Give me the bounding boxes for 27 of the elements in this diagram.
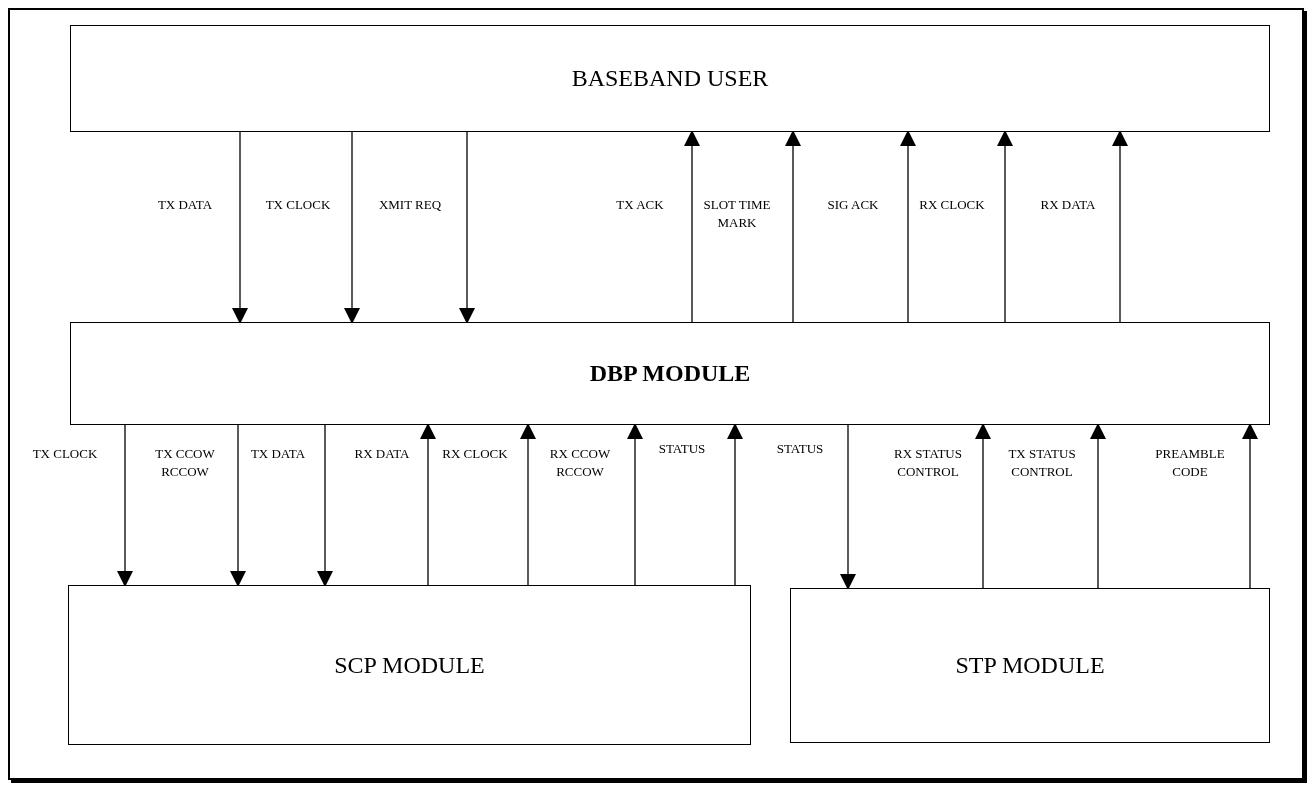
arrow (1242, 423, 1258, 589)
arrow (1112, 130, 1128, 323)
arrow (232, 131, 248, 324)
module-name: DBP MODULE (589, 360, 751, 387)
module-box (790, 588, 1270, 743)
module-box (70, 25, 1270, 132)
arrow (840, 424, 856, 590)
arrow (420, 423, 436, 586)
arrow (785, 130, 801, 323)
arrow (997, 130, 1013, 323)
arrow (317, 424, 333, 587)
arrow (230, 424, 246, 587)
module-name: BASEBAND USER (571, 65, 769, 92)
arrow (727, 423, 743, 586)
arrow (975, 423, 991, 589)
arrow (344, 131, 360, 324)
arrow (459, 131, 475, 324)
arrow (1090, 423, 1106, 589)
module-box (68, 585, 751, 745)
arrow (627, 423, 643, 586)
arrow (520, 423, 536, 586)
module-name: SCP MODULE (334, 651, 485, 679)
arrow (684, 130, 700, 323)
module-box (70, 322, 1270, 425)
arrow (117, 424, 133, 587)
module-name: STP MODULE (955, 652, 1105, 679)
arrow (900, 130, 916, 323)
